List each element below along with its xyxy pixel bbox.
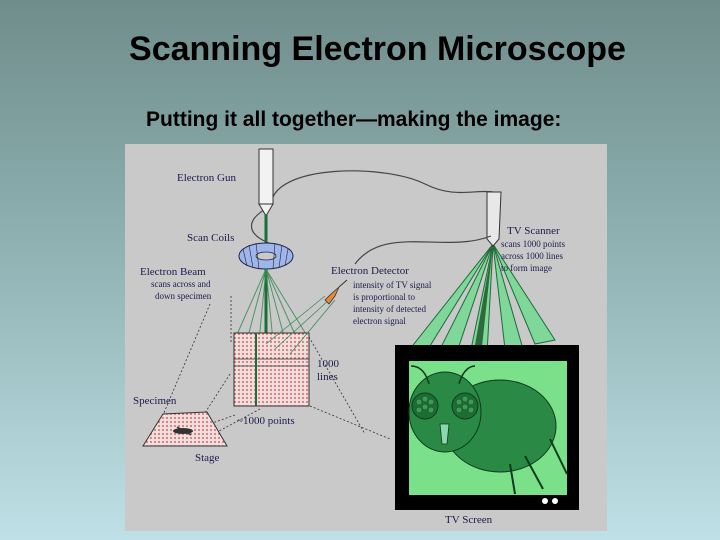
label-detector-desc-4: electron signal [353,316,406,326]
scan-rays [234,268,310,342]
slide-subtitle: Putting it all together—making the image… [146,108,562,131]
label-scan-coils: Scan Coils [187,232,234,244]
tv-screen [395,345,579,510]
label-scanner-desc-2: across 1000 lines [501,251,563,261]
label-scanner-desc-1: scans 1000 points [501,239,565,249]
label-stage: Stage [195,452,220,464]
detector-rays [265,295,336,355]
label-tv-scanner: TV Scanner [507,225,560,237]
sem-diagram-svg: Electron Gun Scan Coils Electron Beam sc… [133,148,579,526]
label-tv-screen: TV Screen [445,514,493,526]
label-detector-desc-2: is proportional to [353,292,415,302]
label-specimen: Specimen [133,395,177,407]
scan-coils-icon [238,242,294,270]
tv-scanner-icon [486,191,502,247]
label-electron-beam: Electron Beam [140,266,206,278]
label-beam-desc-1: scans across and [151,279,211,289]
label-detector-desc-1: intensity of TV signal [353,280,432,290]
sem-diagram: Electron Gun Scan Coils Electron Beam sc… [125,144,607,531]
tv-scanner-beams [409,243,556,365]
electron-gun-icon [258,148,274,217]
electron-detector-icon [324,279,348,305]
specimen-icon [173,426,193,436]
label-lines-count: 1000 [317,358,340,370]
raster-grid [233,332,310,407]
slide-title: Scanning Electron Microscope [129,30,626,68]
label-electron-detector: Electron Detector [331,265,409,277]
label-lines-word: lines [317,371,338,383]
label-beam-desc-2: down specimen [155,291,212,301]
label-detector-desc-3: intensity of detected [353,304,426,314]
label-points: ~1000 points [237,415,295,427]
label-scanner-desc-3: to form image [501,263,552,273]
label-electron-gun: Electron Gun [177,172,236,184]
